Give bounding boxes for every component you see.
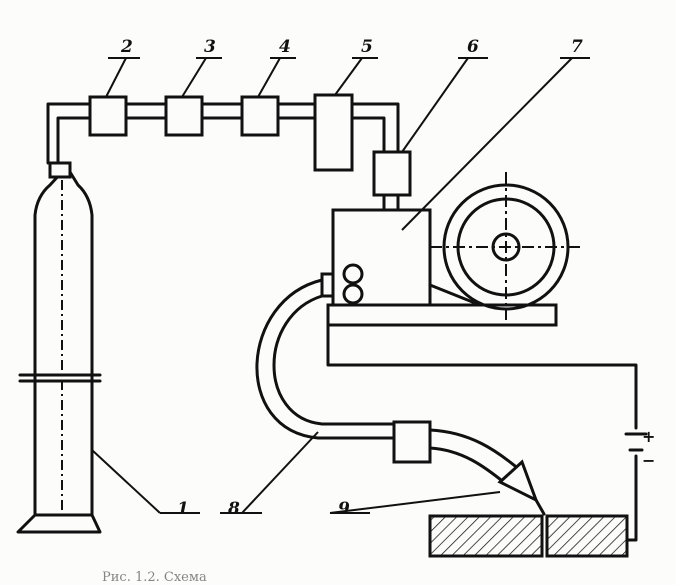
wire-feeder bbox=[320, 172, 580, 327]
label-7: 7 bbox=[571, 37, 583, 57]
valve-6 bbox=[372, 150, 412, 197]
gas-cylinder bbox=[16, 161, 102, 534]
flowmeter-5 bbox=[313, 93, 354, 172]
label-4: 4 bbox=[279, 37, 291, 57]
plus-sign: + bbox=[642, 427, 655, 446]
label-8: 8 bbox=[227, 499, 240, 519]
workpieces bbox=[428, 514, 629, 558]
torch-nozzle bbox=[497, 459, 546, 516]
figure-caption: Рис. 1.2. Схема bbox=[102, 570, 207, 585]
label-3: 3 bbox=[204, 37, 216, 57]
label-2: 2 bbox=[120, 37, 133, 57]
power-circuit bbox=[326, 323, 648, 542]
label-1: 1 bbox=[177, 499, 189, 519]
minus-sign: − bbox=[642, 451, 655, 470]
label-9: 9 bbox=[338, 499, 350, 519]
torch-hose bbox=[255, 278, 522, 486]
label-5: 5 bbox=[361, 37, 373, 57]
leader-lines bbox=[91, 57, 590, 514]
gas-line bbox=[46, 102, 400, 212]
heater-4 bbox=[240, 95, 280, 137]
dryer-3 bbox=[164, 95, 204, 137]
label-6: 6 bbox=[467, 37, 479, 57]
reducer-2 bbox=[88, 95, 128, 137]
